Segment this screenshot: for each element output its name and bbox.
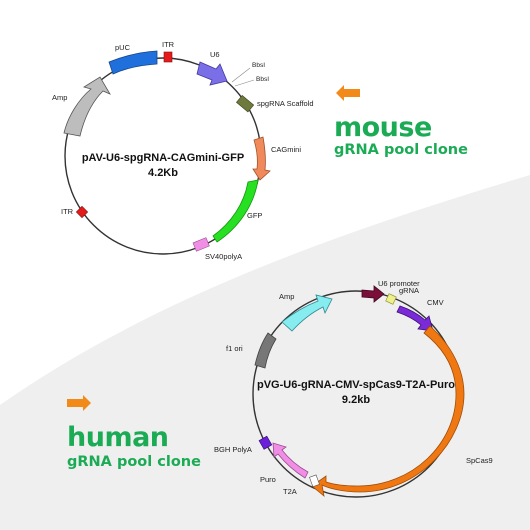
bbsi-leader-1 <box>231 67 251 83</box>
species-subtitle-mouse: gRNA pool clone <box>334 142 468 158</box>
label-cagmini: CAGmini <box>271 145 301 154</box>
feature-itr-top <box>163 51 173 63</box>
label-spcas9: SpCas9 <box>466 456 493 465</box>
orange-arrow-left-icon <box>336 85 360 101</box>
feature-cagmini <box>252 136 271 181</box>
feature-spcas9 <box>311 325 465 498</box>
feature-f1-ori <box>254 332 277 369</box>
feature-puc <box>108 50 158 75</box>
plasmid-size: 9.2kb <box>342 394 370 406</box>
label-gfp: GFP <box>247 211 262 220</box>
feature-bgh-polya <box>258 435 273 450</box>
label-amp: Amp <box>279 292 294 301</box>
label-amp: Amp <box>52 93 67 102</box>
label-itr-top: ITR <box>162 40 175 49</box>
label-bbsi-1: BbsI <box>252 62 265 69</box>
label-t2a: T2A <box>283 487 297 496</box>
orange-arrow-right-icon <box>67 395 91 411</box>
label-itr-left: ITR <box>61 207 74 216</box>
feature-t2a <box>309 474 320 488</box>
plasmid-title: pAV-U6-spgRNA-CAGmini-GFP <box>82 152 244 164</box>
bbsi-leader-2 <box>234 79 255 87</box>
feature-spgrna-scaffold <box>236 95 255 113</box>
plasmid-title: pVG-U6-gRNA-CMV-spCas9-T2A-Puro <box>257 379 455 391</box>
species-subtitle-human: gRNA pool clone <box>67 454 201 470</box>
label-spgrna-scaffold: spgRNA Scaffold <box>257 99 314 108</box>
feature-cmv <box>396 305 434 332</box>
label-u6-promoter: U6 promoter <box>378 279 420 288</box>
label-cmv: CMV <box>427 298 444 307</box>
label-puc: pUC <box>115 43 131 52</box>
feature-sv40polya <box>192 237 210 252</box>
label-bbsi-2: BbsI <box>256 76 269 83</box>
feature-amp <box>281 294 333 332</box>
label-grna: gRNA <box>399 286 419 295</box>
species-label-mouse: mouse <box>334 112 432 143</box>
label-u6: U6 <box>210 50 220 59</box>
plasmid-size: 4.2Kb <box>148 167 178 179</box>
feature-u6-promoter <box>361 285 385 303</box>
label-sv40polya: SV40polyA <box>205 252 242 261</box>
feature-gfp <box>212 179 259 243</box>
feature-itr-left <box>75 205 89 219</box>
label-puro: Puro <box>260 475 276 484</box>
label-f1-ori: f1 ori <box>226 344 243 353</box>
feature-u6 <box>196 61 228 86</box>
feature-grna <box>385 293 397 305</box>
feature-amp <box>63 76 111 137</box>
feature-puro <box>272 442 309 479</box>
species-label-human: human <box>67 422 169 453</box>
label-bgh-polya: BGH PolyA <box>214 445 252 454</box>
